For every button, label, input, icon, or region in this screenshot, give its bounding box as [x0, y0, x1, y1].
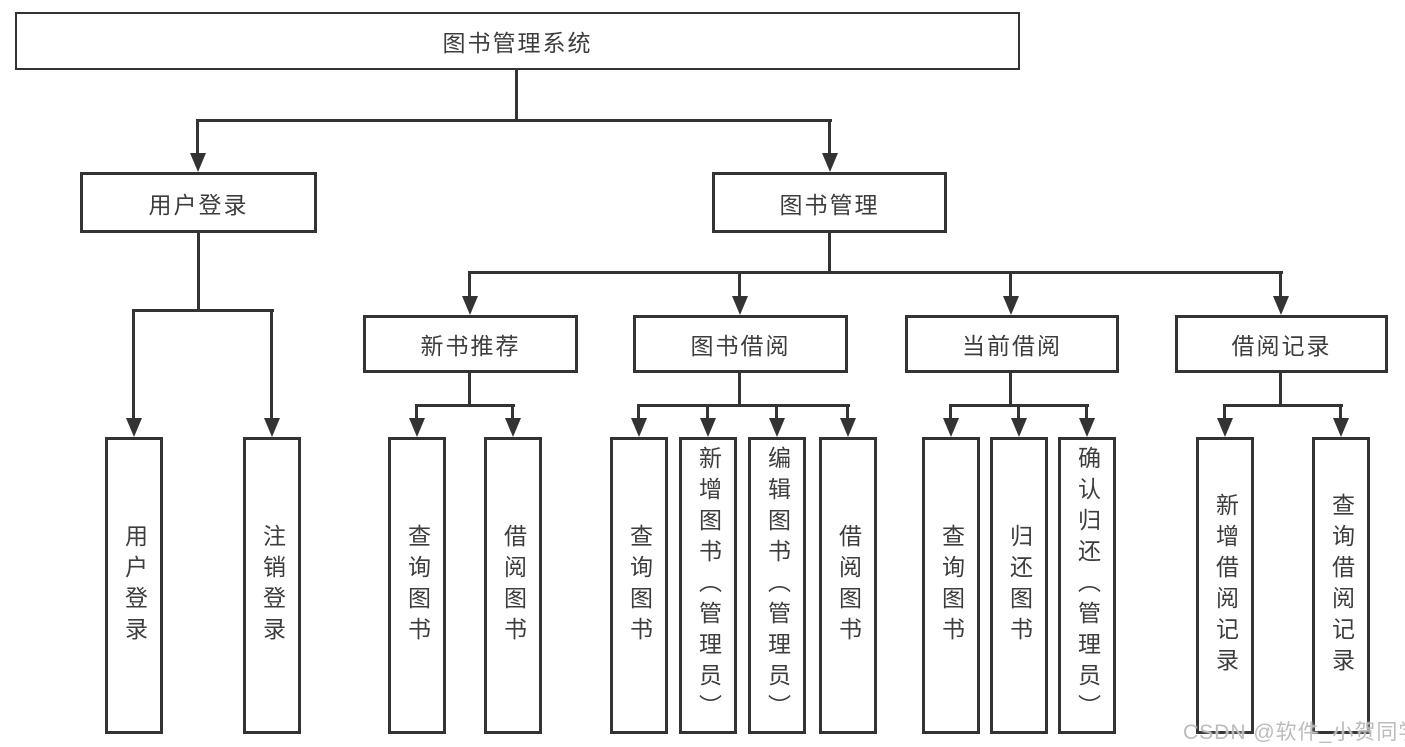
arrow-down-icon	[409, 418, 425, 437]
arrow-down-icon	[943, 418, 959, 437]
group-node-book-borrow: 图书借阅	[633, 315, 848, 373]
connector-line	[270, 309, 273, 420]
leaf-node-query-book: 查询图书	[610, 437, 668, 734]
connector-line	[416, 404, 515, 407]
arrow-down-icon	[1003, 296, 1019, 315]
connector-line	[468, 271, 471, 298]
connector-line	[197, 233, 200, 311]
connector-line	[738, 271, 741, 298]
leaf-node-query-borrow-record: 查询借阅记录	[1312, 437, 1370, 734]
arrow-down-icon	[505, 418, 521, 437]
arrow-down-icon	[462, 296, 478, 315]
branch-node-user-login: 用户登录	[80, 172, 317, 233]
connector-line	[949, 404, 952, 420]
leaf-node-query-book: 查询图书	[388, 437, 446, 734]
branch-node-book-mgmt: 图书管理	[712, 172, 947, 233]
connector-line	[197, 119, 832, 122]
arrow-down-icon	[732, 296, 748, 315]
arrow-down-icon	[1079, 418, 1095, 437]
connector-line	[1339, 404, 1342, 420]
arrow-down-icon	[631, 418, 647, 437]
leaf-node-borrow-book: 借阅图书	[484, 437, 542, 734]
connector-line	[1223, 404, 1226, 420]
connector-line	[468, 373, 471, 406]
arrow-down-icon	[190, 153, 206, 172]
connector-line	[828, 233, 831, 273]
leaf-node-add-borrow-record: 新增借阅记录	[1196, 437, 1254, 734]
connector-line	[1085, 404, 1088, 420]
connector-line	[515, 70, 518, 120]
leaf-node-user-login: 用户登录	[105, 437, 163, 734]
connector-line	[133, 309, 274, 312]
arrow-down-icon	[822, 153, 838, 172]
leaf-node-logout: 注销登录	[243, 437, 301, 734]
arrow-down-icon	[1333, 418, 1349, 437]
connector-line	[469, 271, 1283, 274]
leaf-node-add-book-admin: 新增图书（管理员）	[679, 437, 737, 734]
connector-line	[1224, 404, 1343, 407]
connector-line	[706, 404, 709, 420]
leaf-node-return-book: 归还图书	[990, 437, 1048, 734]
arrow-down-icon	[769, 418, 785, 437]
connector-line	[828, 119, 831, 157]
leaf-node-confirm-return-admin: 确认归还（管理员）	[1058, 437, 1116, 734]
leaf-node-borrow-book: 借阅图书	[819, 437, 877, 734]
arrow-down-icon	[264, 418, 280, 437]
arrow-down-icon	[1217, 418, 1233, 437]
connector-line	[196, 119, 199, 157]
connector-line	[1009, 373, 1012, 406]
root-node: 图书管理系统	[15, 12, 1020, 70]
arrow-down-icon	[1011, 418, 1027, 437]
connector-line	[738, 373, 741, 406]
group-node-new-book-recommend: 新书推荐	[363, 315, 578, 373]
arrow-down-icon	[840, 418, 856, 437]
connector-line	[1017, 404, 1020, 420]
connector-line	[775, 404, 778, 420]
connector-line	[846, 404, 849, 420]
connector-line	[415, 404, 418, 420]
connector-line	[638, 404, 850, 407]
connector-line	[1009, 271, 1012, 298]
connector-line	[132, 309, 135, 420]
arrow-down-icon	[126, 418, 142, 437]
group-node-current-borrow: 当前借阅	[905, 315, 1119, 373]
group-node-borrow-record: 借阅记录	[1175, 315, 1388, 373]
connector-line	[511, 404, 514, 420]
connector-line	[637, 404, 640, 420]
connector-line	[1279, 271, 1282, 298]
arrow-down-icon	[1273, 296, 1289, 315]
leaf-node-query-book: 查询图书	[922, 437, 980, 734]
leaf-node-edit-book-admin: 编辑图书（管理员）	[748, 437, 806, 734]
arrow-down-icon	[700, 418, 716, 437]
csdn-watermark: CSDN @软件_小贺同学	[1183, 721, 1405, 744]
connector-line	[1279, 373, 1282, 406]
